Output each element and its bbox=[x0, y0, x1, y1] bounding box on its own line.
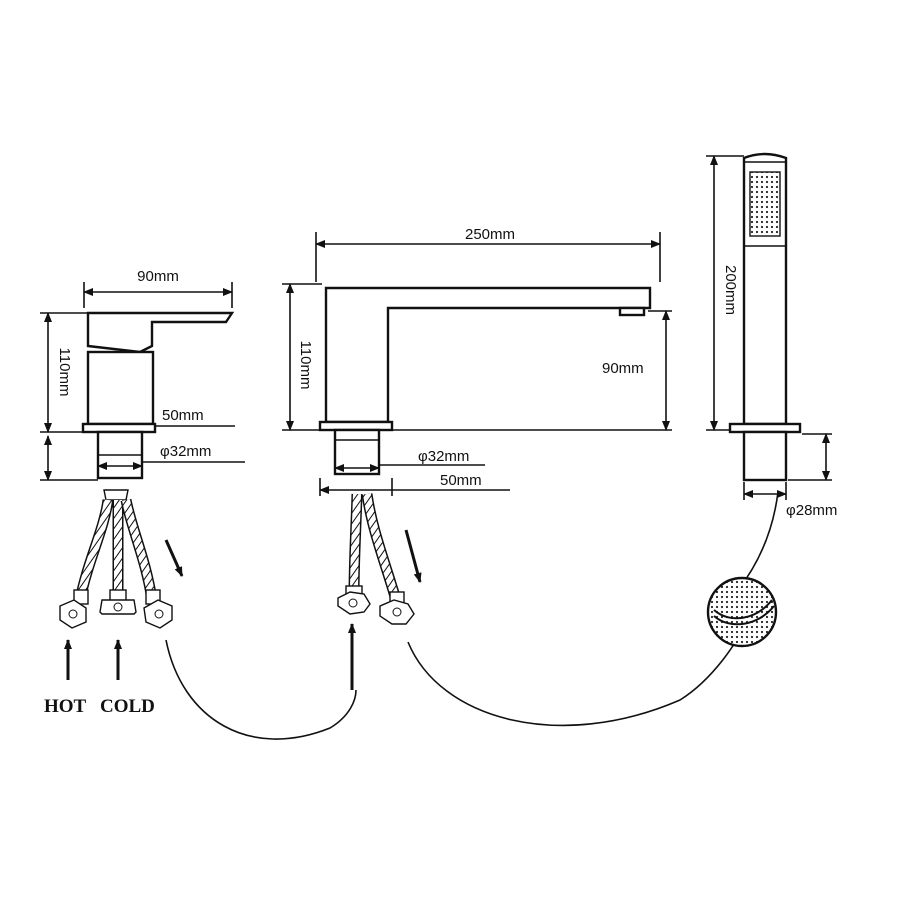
spout-flexible-hoses bbox=[337, 493, 415, 625]
mixer-flow-arrows bbox=[64, 539, 184, 680]
mixer-width-label: 90mm bbox=[137, 268, 179, 285]
spout-flow-arrows bbox=[348, 529, 422, 690]
mixer-dimensions: 90mm 110mm 50mm φ32mm bbox=[40, 268, 245, 481]
handshower-base-diameter-label: φ28mm bbox=[786, 502, 837, 519]
spout-height-label: 110mm bbox=[297, 341, 314, 390]
bath-spout bbox=[318, 286, 652, 476]
mixer-flexible-hoses bbox=[59, 489, 173, 629]
spout-dimensions: 250mm 110mm 90mm φ32mm 50mm bbox=[282, 226, 672, 496]
spout-shank-length-label: 50mm bbox=[440, 472, 482, 489]
mixer-shank-diameter-label: φ32mm bbox=[160, 443, 211, 460]
spout-length-label: 250mm bbox=[465, 226, 515, 243]
diverter-ball bbox=[706, 576, 778, 648]
hand-shower bbox=[728, 152, 802, 482]
mixer-height-label: 110mm bbox=[56, 348, 73, 397]
spout-outlet-height-label: 90mm bbox=[602, 360, 644, 377]
mixer-shank-length-label: 50mm bbox=[162, 407, 204, 424]
hot-label: HOT bbox=[44, 696, 87, 717]
connection-curves bbox=[165, 491, 779, 740]
handshower-height-label: 200mm bbox=[722, 265, 739, 315]
handshower-dimensions: 200mm φ28mm bbox=[706, 155, 837, 519]
cold-label: COLD bbox=[100, 696, 155, 717]
basin-mixer bbox=[81, 311, 235, 480]
spout-shank-diameter-label: φ32mm bbox=[418, 448, 469, 465]
